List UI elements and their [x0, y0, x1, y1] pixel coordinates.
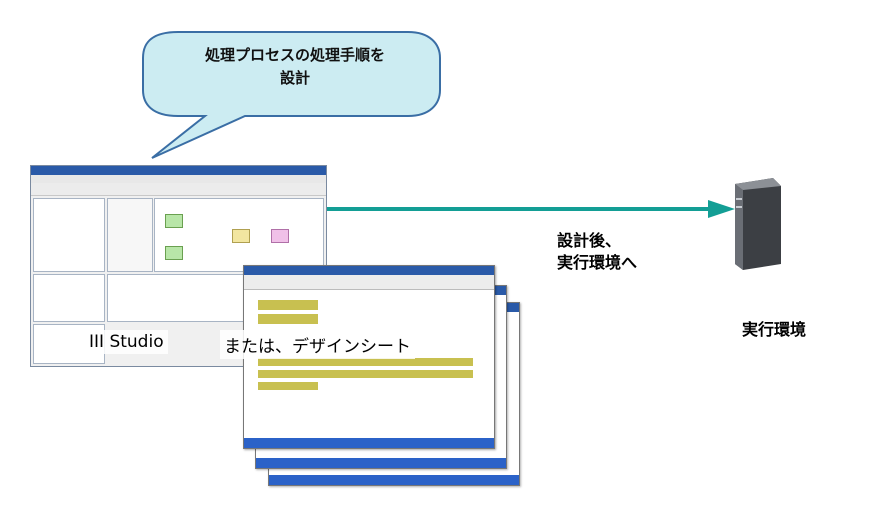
- sheet-title-bar: [244, 266, 494, 275]
- server-top: [735, 178, 781, 190]
- sheet-highlight: [258, 370, 473, 378]
- sheet-taskbar: [269, 475, 519, 485]
- node: [232, 229, 250, 243]
- studio-palette: [107, 198, 153, 272]
- design-sheet-label: または、デザインシート: [220, 330, 415, 359]
- server-front: [735, 184, 743, 270]
- server-tower-icon: [735, 178, 781, 270]
- arrow-label-line1: 設計後、: [557, 231, 622, 250]
- studio-title-bar: [31, 166, 326, 175]
- bubble-text: 処理プロセスの処理手順を 設計: [160, 44, 430, 90]
- node: [271, 229, 289, 243]
- sheet-taskbar: [244, 438, 494, 448]
- arrow-label: 設計後、 実行環境へ: [557, 230, 637, 274]
- sheet-highlight: [258, 358, 473, 366]
- sheet-menu: [244, 275, 494, 290]
- sheet-highlight: [258, 300, 318, 310]
- server-slot: [736, 206, 742, 208]
- studio-left-pane: [33, 198, 105, 272]
- sheet-taskbar: [256, 458, 506, 468]
- sheet-highlight: [258, 382, 318, 390]
- bubble-line2: 設計: [279, 69, 310, 87]
- node: [165, 214, 183, 228]
- node: [165, 246, 183, 260]
- bubble-line1: 処理プロセスの処理手順を: [204, 46, 385, 64]
- sheet-highlight: [258, 314, 318, 324]
- server-slot: [736, 198, 742, 200]
- studio-label: III Studio: [85, 330, 168, 354]
- speech-bubble-shape: [142, 31, 441, 159]
- studio-toolbar: [31, 183, 326, 196]
- server-side: [735, 178, 781, 270]
- studio-bottom-left: [33, 274, 105, 322]
- server-label: 実行環境: [742, 320, 807, 339]
- arrow-label-line2: 実行環境へ: [557, 253, 638, 272]
- studio-screenshot: [30, 165, 327, 367]
- studio-canvas: [154, 198, 324, 272]
